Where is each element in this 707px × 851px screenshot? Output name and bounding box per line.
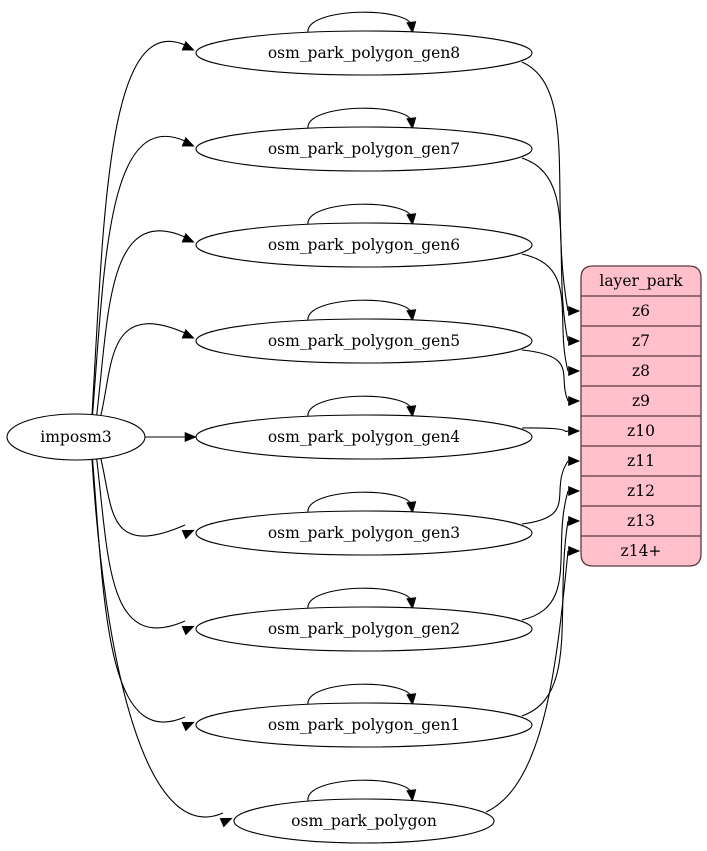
edge-imposm3-to-node [100, 323, 186, 416]
edge-imposm3-to-node [91, 458, 224, 818]
arrowhead-row-in [568, 545, 581, 557]
zoom-row-label: z14+ [621, 542, 662, 560]
zoom-row-label: z11 [627, 452, 655, 470]
table-node-label: osm_park_polygon_gen1 [268, 716, 460, 734]
zoom-row-label: z6 [632, 302, 650, 320]
arrowhead-self-loop [406, 597, 417, 610]
edge-node-to-zoom-row [521, 490, 569, 621]
layer-park-header-label: layer_park [599, 272, 683, 290]
arrowhead-node-in [219, 817, 233, 828]
edge-imposm3-to-node [91, 135, 186, 416]
edge-node-to-zoom-row [485, 550, 569, 813]
arrowhead-node-in [181, 233, 195, 243]
source-node-imposm3[interactable] [6, 413, 146, 461]
table-node-label: osm_park_polygon_gen7 [268, 140, 460, 158]
arrowhead-node-in [181, 41, 195, 51]
arrowhead-node-in [181, 529, 195, 540]
arrowhead-self-loop [406, 789, 417, 802]
arrowhead-node-in [181, 137, 195, 147]
edge-node-to-zoom-row [521, 157, 569, 342]
edge-imposm3-to-node [100, 458, 186, 537]
table-node-osm_park_polygon_gen3[interactable] [195, 510, 533, 556]
table-node-osm_park_polygon_gen8[interactable] [195, 30, 533, 76]
arrowhead-row-in [568, 335, 581, 347]
edge-node-to-zoom-row [521, 253, 569, 372]
self-loop-edge [307, 587, 413, 610]
arrowhead-node-in [181, 721, 195, 732]
self-loop-edge [307, 779, 413, 802]
table-node-label: osm_park_polygon [291, 812, 437, 830]
zoom-row-label: z10 [627, 422, 655, 440]
zoom-row-label: z13 [627, 512, 655, 530]
table-node-label: osm_park_polygon_gen2 [268, 620, 460, 638]
table-node-label: osm_park_polygon_gen6 [268, 236, 460, 254]
arrowhead-row-in [568, 305, 581, 317]
table-node-label: osm_park_polygon_gen4 [268, 428, 460, 446]
self-loop-edge [307, 299, 413, 322]
source-node-label: imposm3 [40, 428, 111, 446]
edge-node-to-zoom-row [521, 520, 569, 717]
table-node-osm_park_polygon_gen7[interactable] [195, 126, 533, 172]
arrowhead-self-loop [406, 501, 417, 514]
edge-imposm3-to-node [96, 458, 186, 629]
self-loop-edge [307, 683, 413, 706]
table-node-osm_park_polygon_gen5[interactable] [195, 318, 533, 364]
arrowhead-row-in [568, 455, 581, 467]
table-node-label: osm_park_polygon_gen5 [268, 332, 460, 350]
edge-imposm3-to-node [91, 40, 186, 416]
arrowhead-row-in [568, 485, 581, 497]
arrowhead-self-loop [406, 309, 417, 322]
zoom-row-label: z7 [632, 332, 650, 350]
arrowhead-row-in [568, 365, 581, 377]
edge-node-to-zoom-row [521, 460, 569, 525]
table-node-osm_park_polygon_gen2[interactable] [195, 606, 533, 652]
self-loop-edge [307, 11, 413, 34]
self-loop-edge [307, 203, 413, 226]
arrowhead-self-loop [406, 21, 417, 34]
arrowhead-row-in [568, 515, 581, 527]
arrowhead-node-in [181, 625, 195, 636]
arrowhead-self-loop [406, 213, 417, 226]
zoom-row-label: z12 [627, 482, 655, 500]
zoom-row-label: z9 [632, 392, 650, 410]
arrowhead-node-in [184, 431, 197, 443]
self-loop-edge [307, 107, 413, 130]
self-loop-edge [307, 395, 413, 418]
edge-node-to-zoom-row [521, 349, 569, 402]
edge-node-to-zoom-row [521, 61, 569, 312]
table-node-osm_park_polygon_gen6[interactable] [195, 222, 533, 268]
edge-node-to-zoom-row [521, 427, 569, 433]
arrowhead-row-in [568, 395, 581, 407]
arrowhead-node-in [181, 329, 195, 339]
arrowhead-self-loop [406, 117, 417, 130]
edge-imposm3-to-node [91, 458, 186, 723]
arrowhead-self-loop [406, 693, 417, 706]
table-node-label: osm_park_polygon_gen3 [268, 524, 460, 542]
table-node-osm_park_polygon_gen1[interactable] [195, 702, 533, 748]
arrowhead-row-in [568, 425, 581, 437]
edge-imposm3-to-node [96, 230, 186, 416]
zoom-row-label: z8 [632, 362, 650, 380]
arrowhead-self-loop [406, 405, 417, 418]
self-loop-edge [307, 491, 413, 514]
table-node-osm_park_polygon[interactable] [233, 798, 495, 844]
table-node-label: osm_park_polygon_gen8 [268, 44, 460, 62]
table-node-osm_park_polygon_gen4[interactable] [195, 414, 533, 460]
